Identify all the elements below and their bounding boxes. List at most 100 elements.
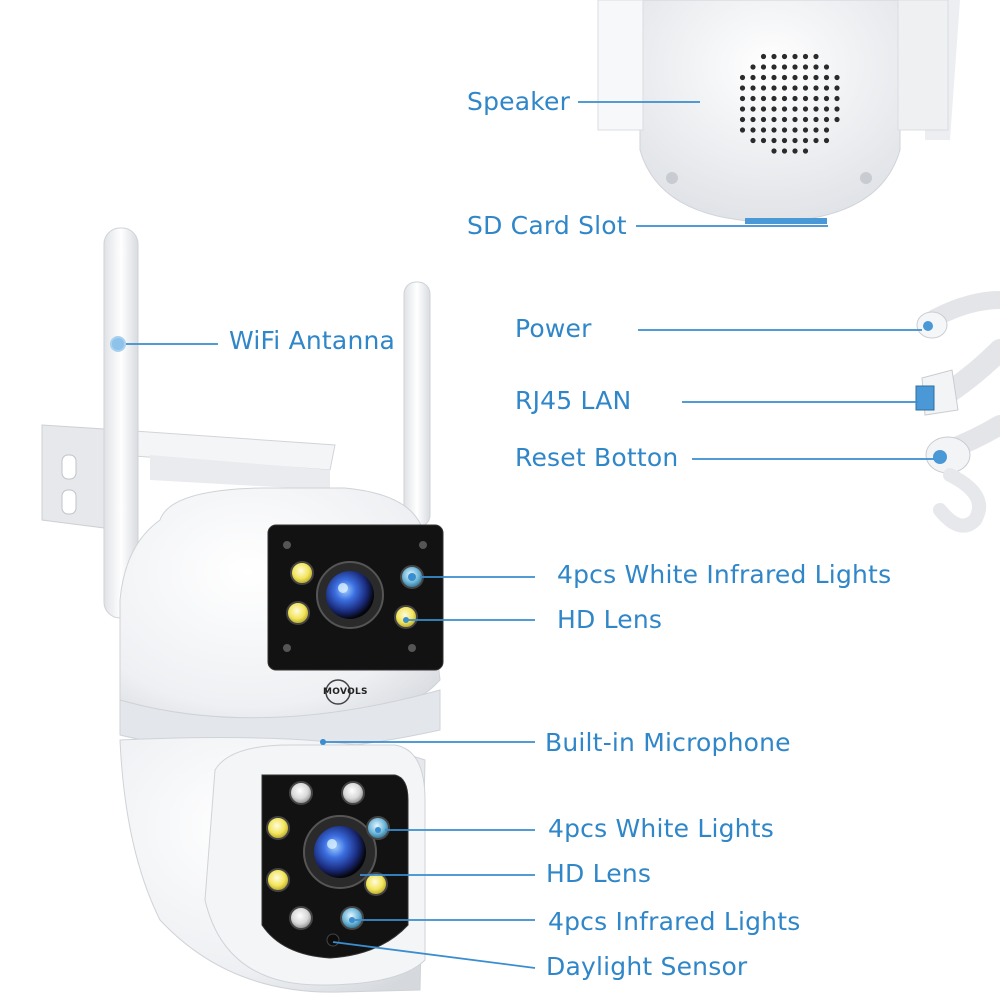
speaker-hole: [792, 74, 798, 81]
speaker-hole: [781, 95, 788, 102]
label-white-lights: 4pcs White Lights: [548, 814, 774, 843]
speaker-hole: [739, 127, 746, 133]
label-rj45-lan: RJ45 LAN: [515, 386, 632, 415]
speaker-hole: [750, 74, 756, 81]
speaker-hole: [792, 148, 798, 154]
speaker-hole: [739, 95, 746, 102]
speaker-hole: [771, 116, 777, 123]
speaker-grille: [739, 53, 840, 154]
speaker-hole: [823, 106, 830, 112]
brand-logo: MOVOLS: [323, 687, 368, 697]
speaker-hole: [834, 85, 840, 91]
label-reset-button: Reset Botton: [515, 443, 679, 472]
label-daylight-sensor: Daylight Sensor: [546, 952, 748, 981]
speaker-hole: [739, 74, 746, 81]
label-sd-card-slot: SD Card Slot: [467, 211, 627, 240]
label-white-infrared-lights: 4pcs White Infrared Lights: [557, 560, 892, 589]
speaker-hole: [802, 106, 809, 112]
speaker-hole: [802, 95, 809, 102]
speaker-hole: [771, 95, 777, 102]
speaker-hole: [792, 95, 798, 102]
wifi-antennas: [103, 227, 431, 619]
speaker-hole: [834, 116, 840, 123]
speaker-hole: [802, 148, 809, 154]
speaker-hole: [813, 137, 819, 144]
speaker-hole: [760, 137, 767, 144]
speaker-hole: [781, 137, 788, 144]
speaker-hole: [760, 127, 767, 133]
label-power: Power: [515, 314, 592, 343]
speaker-hole: [781, 64, 788, 70]
speaker-hole: [750, 106, 756, 112]
speaker-hole: [823, 127, 830, 133]
speaker-hole: [771, 53, 777, 60]
speaker-hole: [813, 74, 819, 81]
speaker-hole: [750, 116, 756, 123]
speaker-hole: [771, 85, 777, 91]
speaker-hole: [750, 137, 756, 144]
speaker-hole: [823, 95, 830, 102]
speaker-hole: [760, 116, 767, 123]
speaker-hole: [823, 116, 830, 123]
speaker-hole: [802, 116, 809, 123]
speaker-hole: [813, 127, 819, 133]
cable-closeup: [915, 291, 1000, 533]
speaker-hole: [760, 64, 767, 70]
speaker-hole: [792, 53, 798, 60]
speaker-hole: [802, 137, 809, 144]
wall-bracket: [41, 424, 336, 531]
speaker-hole: [771, 127, 777, 133]
leader-daylight: [332, 941, 536, 969]
speaker-hole: [792, 106, 798, 112]
speaker-hole: [771, 74, 777, 81]
speaker-hole: [802, 53, 809, 60]
speaker-hole: [760, 74, 767, 81]
speaker-hole: [781, 53, 788, 60]
speaker-hole: [781, 148, 788, 154]
leader-lines: [126, 101, 934, 969]
speaker-hole: [760, 53, 767, 60]
label-wifi-antenna: WiFi Antanna: [229, 326, 396, 355]
speaker-hole: [781, 74, 788, 81]
speaker-hole: [739, 116, 746, 123]
speaker-hole: [760, 85, 767, 91]
speaker-hole: [813, 64, 819, 70]
speaker-hole: [750, 95, 756, 102]
speaker-hole: [802, 64, 809, 70]
speaker-hole: [771, 106, 777, 112]
speaker-hole: [781, 116, 788, 123]
speaker-hole: [813, 53, 819, 60]
speaker-hole: [813, 85, 819, 91]
speaker-hole: [750, 64, 756, 70]
label-builtin-microphone: Built-in Microphone: [545, 728, 791, 757]
speaker-hole: [792, 64, 798, 70]
speaker-hole: [771, 64, 777, 70]
speaker-hole: [760, 106, 767, 112]
speaker-hole: [750, 85, 756, 91]
speaker-hole: [760, 95, 767, 102]
speaker-hole: [834, 95, 840, 102]
speaker-hole: [823, 74, 830, 81]
leader-dots: [112, 338, 416, 923]
speaker-hole: [792, 116, 798, 123]
speaker-hole: [823, 64, 830, 70]
speaker-hole: [771, 148, 777, 154]
speaker-hole: [739, 85, 746, 91]
label-infrared-lights: 4pcs Infrared Lights: [548, 907, 801, 936]
label-hd-lens-top: HD Lens: [557, 605, 663, 634]
speaker-hole: [834, 106, 840, 112]
upper-housing: [119, 487, 444, 752]
speaker-hole: [781, 85, 788, 91]
speaker-hole: [792, 85, 798, 91]
speaker-hole: [739, 106, 746, 112]
speaker-hole: [802, 127, 809, 133]
speaker-hole: [792, 127, 798, 133]
speaker-hole: [823, 137, 830, 144]
speaker-hole: [813, 95, 819, 102]
speaker-hole: [802, 74, 809, 81]
speaker-hole: [823, 85, 830, 91]
speaker-hole: [792, 137, 798, 144]
label-speaker: Speaker: [467, 87, 571, 116]
